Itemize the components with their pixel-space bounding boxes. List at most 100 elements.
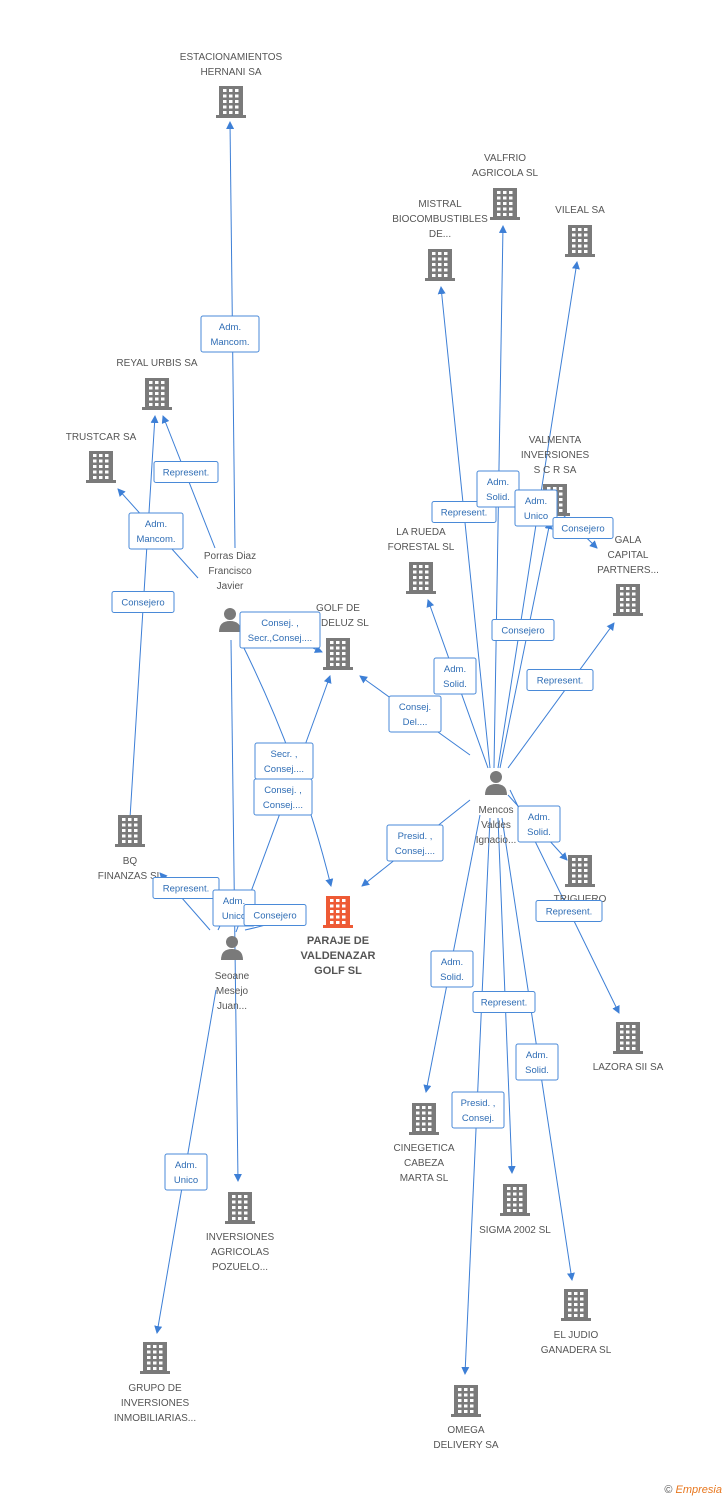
edge-label-text: Consej.... <box>263 800 303 811</box>
building-icon <box>561 1289 591 1321</box>
edge-label-mencos-to-eljudio[interactable]: Adm.Solid. <box>515 1043 559 1081</box>
node-grupo[interactable]: GRUPO DEINVERSIONESINMOBILIARIAS... <box>114 1342 196 1424</box>
node-sigma[interactable]: SIGMA 2002 SL <box>479 1184 551 1236</box>
node-label: LA RUEDA <box>396 527 446 538</box>
node-eljudio[interactable]: EL JUDIO GANADERA SL <box>541 1289 612 1356</box>
edge-label-mencos-to-sigma[interactable]: Represent. <box>472 991 536 1013</box>
node-label: POZUELO... <box>212 1262 268 1273</box>
node-label: EL JUDIO <box>554 1330 599 1341</box>
edge-label-text: Consej. , <box>261 618 299 629</box>
edge-label-text: Unico <box>222 911 246 922</box>
node-label: GANADERA SL <box>541 1345 612 1356</box>
edge-label-seoane-to-paraje[interactable]: Consejero <box>243 904 307 926</box>
node-label: Juan... <box>217 1001 247 1012</box>
edge-label-mencos-to-triguero[interactable]: Adm.Solid. <box>517 805 561 843</box>
edge-label-mencos-to-golf[interactable]: Consej.Del.... <box>388 695 442 733</box>
edge-label-text: Secr. , <box>271 749 298 760</box>
node-label: DE... <box>429 229 451 240</box>
node-trustcar[interactable]: TRUSTCAR SA <box>66 432 137 483</box>
node-inversiones_agricolas[interactable]: INVERSIONESAGRICOLASPOZUELO... <box>206 1192 275 1273</box>
node-label: INVERSIONES <box>521 450 590 461</box>
node-label: Mesejo <box>216 986 249 997</box>
edge-label-mencos-to-paraje[interactable]: Presid. ,Consej.... <box>386 824 444 862</box>
edge-label-text: Represent. <box>481 998 527 1009</box>
node-label: TRUSTCAR SA <box>66 432 137 443</box>
edge-label-mencos-to-larueda[interactable]: Adm.Solid. <box>433 657 477 695</box>
edge-mencos-to-gala <box>507 622 615 769</box>
edge-label-text: Represent. <box>441 508 487 519</box>
building-icon <box>613 1022 643 1054</box>
building-icon <box>565 855 595 887</box>
node-mistral[interactable]: MISTRALBIOCOMBUSTIBLESDE... <box>392 199 488 281</box>
edge-label-mencos-to-valfrio[interactable]: Adm.Solid. <box>476 470 520 508</box>
edge-label-text: Solid. <box>527 827 551 838</box>
edge-label-mencos-to-vileal[interactable]: Adm.Unico <box>514 489 558 527</box>
building-icon <box>142 378 172 410</box>
node-mencos[interactable]: MencosValdesIgnacio... <box>476 771 517 846</box>
edge-label-porras-to-trustcar[interactable]: Adm.Mancom. <box>128 512 184 550</box>
edge-label-porras-to-reyal[interactable]: Represent. <box>153 461 219 483</box>
edge-label-text: Unico <box>524 511 548 522</box>
edge-label-text: Mancom. <box>210 337 249 348</box>
node-label: PARAJE DE <box>307 935 369 947</box>
node-label: VALDENAZAR <box>301 950 376 962</box>
node-label: Javier <box>217 581 244 592</box>
node-label: Porras Diaz <box>204 551 256 562</box>
node-label: Seoane <box>215 971 250 982</box>
edge-label-mencos-to-omega[interactable]: Presid. , Consej. <box>451 1091 505 1129</box>
node-vileal[interactable]: VILEAL SA <box>555 205 605 257</box>
edge-label-text: Presid. , <box>461 1098 496 1109</box>
edge-label-text: Consejero <box>561 524 604 535</box>
node-larueda[interactable]: LA RUEDA FORESTAL SL <box>388 527 455 594</box>
edge-label-mencos-to-cinegetica[interactable]: Adm.Solid. <box>430 950 474 988</box>
node-label: SIGMA 2002 SL <box>479 1225 551 1236</box>
edge-label-porras-to-estacionamientos[interactable]: Adm.Mancom. <box>200 315 260 353</box>
building-icon <box>140 1342 170 1374</box>
node-gala[interactable]: GALACAPITALPARTNERS... <box>597 535 659 616</box>
brand-name[interactable]: Empresia <box>675 1484 722 1496</box>
edge-label-text: Adm. <box>444 664 466 675</box>
edge-label-porras-to-paraje[interactable]: Secr. , Consej.... <box>254 742 314 780</box>
edge-mencos-to-mistral <box>437 286 491 769</box>
node-label: BQ <box>123 856 138 867</box>
copyright-symbol: © <box>664 1484 673 1496</box>
edge-label-text: Consej.... <box>264 764 304 775</box>
node-reyal[interactable]: REYAL URBIS SA <box>116 358 198 410</box>
edge-label-seoane-to-bq[interactable]: Represent. <box>152 877 220 899</box>
edge-label-text: Consej. <box>462 1113 494 1124</box>
node-label: INVERSIONES <box>206 1232 275 1243</box>
edge-label-seoane-to-grupo[interactable]: Adm.Unico <box>164 1153 208 1191</box>
edge-label-mencos-to-valmenta[interactable]: Consejero <box>491 619 555 641</box>
node-label: GOLF SL <box>314 965 362 977</box>
edge-label-porras-to-golf[interactable]: Consej. ,Secr.,Consej.... <box>239 611 321 649</box>
node-label: ESTACIONAMIENTOS <box>180 52 283 63</box>
edge-label-text: Represent. <box>537 676 583 687</box>
node-lazora[interactable]: LAZORA SII SA <box>593 1022 664 1073</box>
node-label: GOLF DE <box>316 603 360 614</box>
edge-label-bq-to-reyal[interactable]: Consejero <box>111 591 175 613</box>
node-label: VALFRIO <box>484 153 526 164</box>
edge-label-seoane-to-golf[interactable]: Consej. ,Consej.... <box>253 778 313 816</box>
node-triguero[interactable]: TRIGUERO <box>554 855 607 905</box>
edge-labels-layer: Adm.Mancom.Represent.Adm.Mancom.Consejer… <box>111 315 614 1191</box>
node-paraje[interactable]: PARAJE DE VALDENAZAR GOLF SL <box>301 896 376 977</box>
edge-label-text: Presid. , <box>398 831 433 842</box>
edge-label-mencos-to-lazora[interactable]: Represent. <box>535 900 603 922</box>
edge-label-valmenta-to-gala[interactable]: Consejero <box>552 517 614 539</box>
node-seoane[interactable]: SeoaneMesejoJuan... <box>215 936 250 1012</box>
edge-label-text: Adm. <box>526 1050 548 1061</box>
edge-label-mencos-to-gala[interactable]: Represent. <box>526 669 594 691</box>
edge-label-text: Solid. <box>486 492 510 503</box>
node-label: VILEAL SA <box>555 205 605 216</box>
edge-label-text: Adm. <box>175 1160 197 1171</box>
node-label: OMEGA <box>447 1425 485 1436</box>
node-label: FORESTAL SL <box>388 542 455 553</box>
